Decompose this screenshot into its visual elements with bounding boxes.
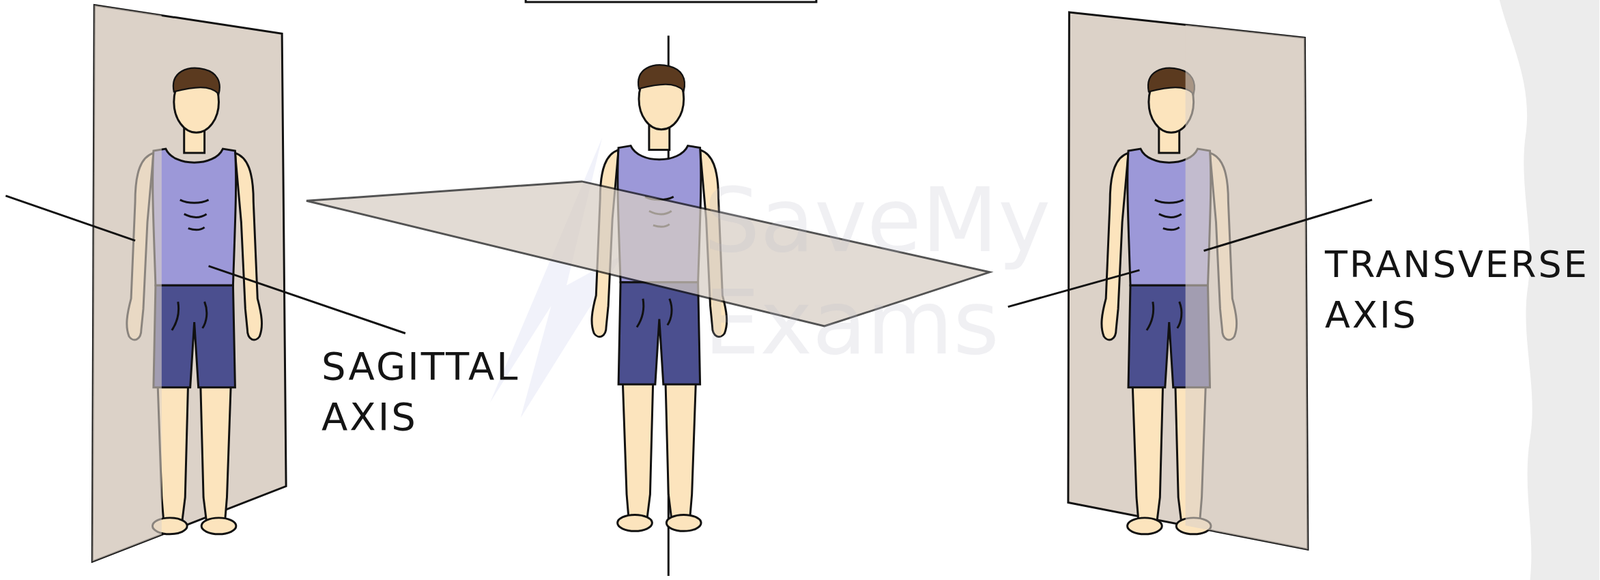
plane-overlay	[92, 4, 162, 562]
watermark: SaveMy Exams	[703, 169, 1141, 375]
axis-label: SAGITTAL AXIS	[321, 341, 568, 443]
sagittal-figure	[5, 4, 406, 562]
axis-line	[208, 266, 406, 334]
axis-label: TRANSVERSE AXIS	[1324, 239, 1598, 341]
axis-line	[1008, 270, 1140, 308]
axis-line	[5, 195, 136, 241]
plane-overlay	[1185, 12, 1308, 550]
paper-edge	[1499, 0, 1600, 580]
title-box	[525, 0, 817, 3]
transverse-figure	[1008, 12, 1373, 550]
